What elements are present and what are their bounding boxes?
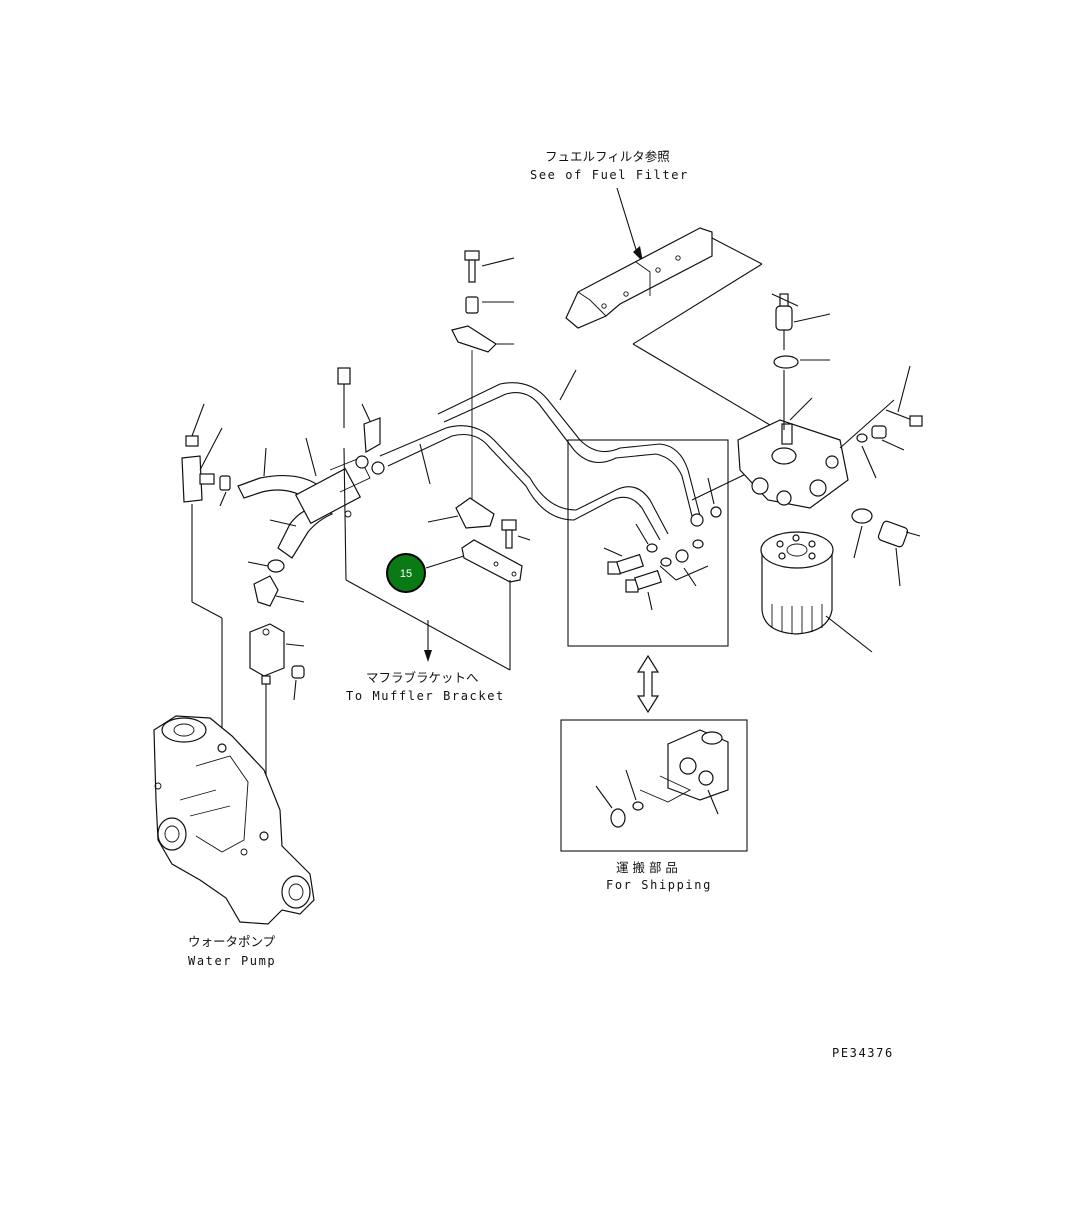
fuel-filter-bracket: [565, 187, 771, 426]
spacer-top: [465, 296, 514, 314]
fitting-detail-box: [567, 439, 751, 647]
muffler-label-en: To Muffler Bracket: [346, 689, 505, 703]
bolt-top: [464, 250, 515, 283]
hose-assembly: [237, 367, 511, 671]
water-pump-label-en: Water Pump: [188, 954, 276, 968]
shipping-label-en: For Shipping: [606, 878, 712, 892]
banjo-bolt-2: [625, 569, 663, 611]
bolt-right: [885, 365, 923, 427]
drawing-code: PE34376: [832, 1046, 894, 1060]
water-pump-label-jp: ウォータポンプ: [188, 934, 276, 949]
double-arrow: [636, 654, 660, 714]
sensor-right: [877, 520, 921, 587]
shipping-label-jp: 運 搬 部 品: [616, 860, 678, 875]
fuel-filter-head: [737, 293, 923, 587]
shipping-detail-box: [560, 719, 748, 852]
water-pump: [153, 715, 315, 925]
air-bleed-valve: [771, 293, 831, 350]
fuel-filter-label-en: See of Fuel Filter: [530, 168, 689, 182]
fuel-filter-cartridge: [760, 531, 873, 653]
muffler-label-jp: マフラブラケットへ: [366, 670, 479, 685]
clamp-top: [451, 325, 514, 508]
fuel-filter-label-jp: フュエルフィルタ参照: [545, 149, 670, 164]
left-fittings: [181, 403, 305, 832]
banjo-bolt-1: [603, 547, 645, 575]
fuel-pipes: [379, 369, 701, 541]
muffler-bracket-parts: [424, 497, 531, 670]
callout-15-circle[interactable]: [386, 553, 426, 593]
callout-15-number: 15: [400, 568, 412, 580]
callout-15[interactable]: 15: [386, 553, 426, 593]
